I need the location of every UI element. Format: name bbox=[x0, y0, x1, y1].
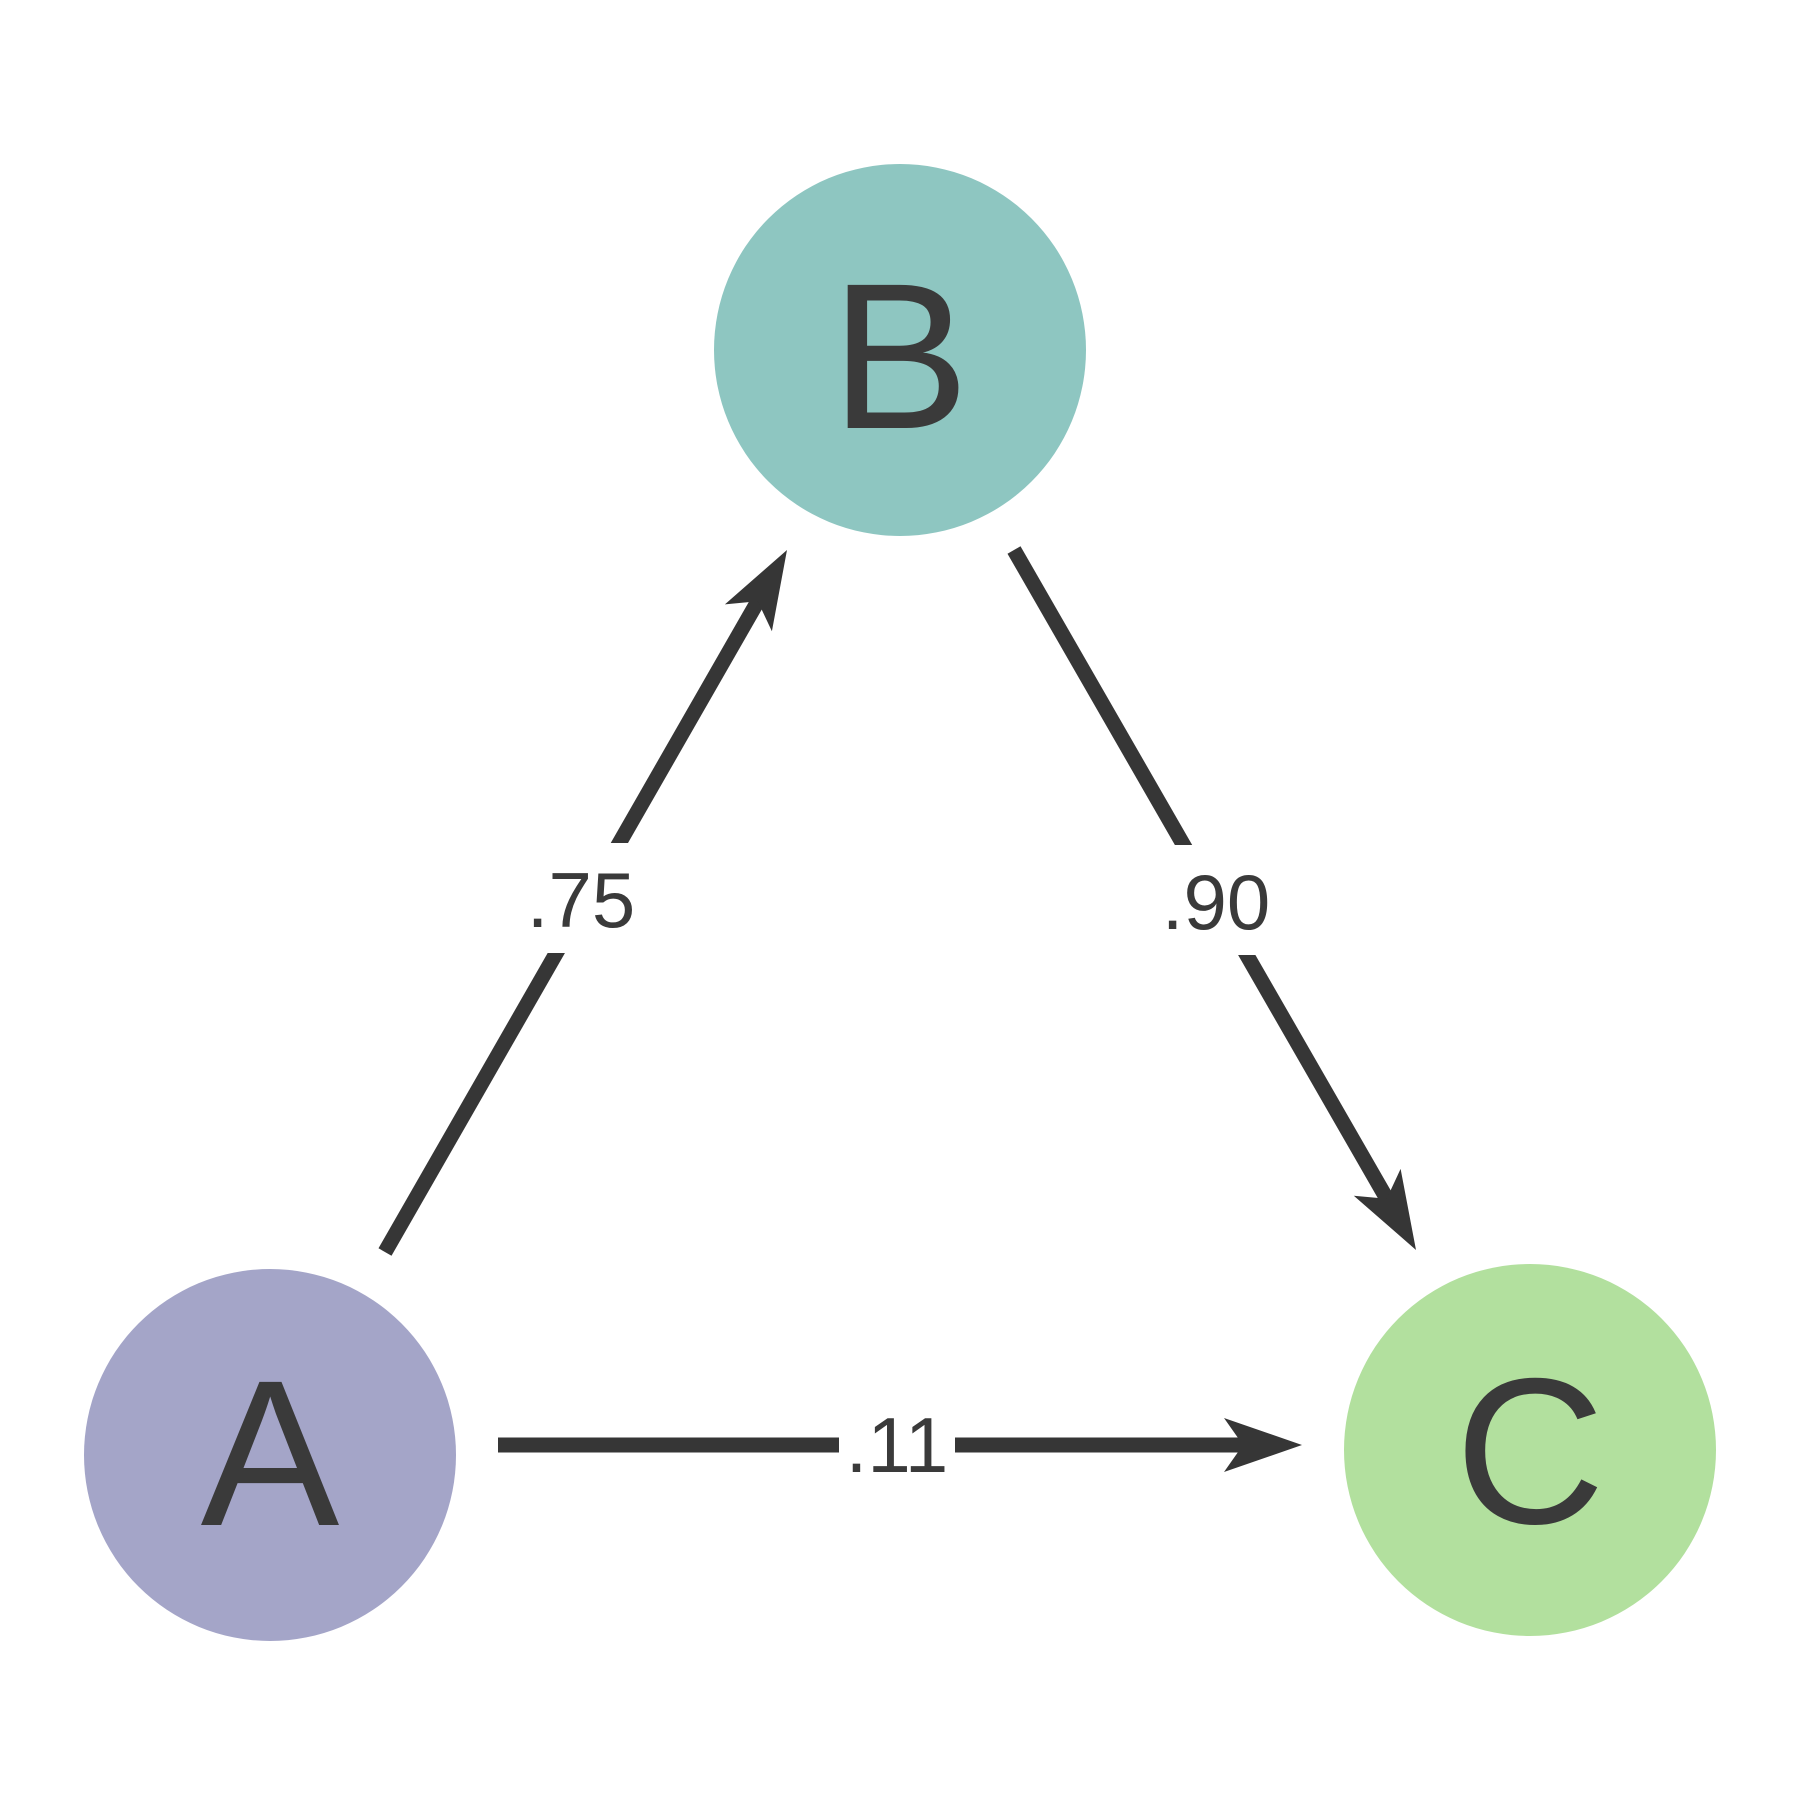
node-C-circle bbox=[1344, 1264, 1716, 1636]
edge-A-B-label-background bbox=[516, 843, 646, 953]
node-C-label: C bbox=[1455, 1336, 1605, 1568]
edge-A-B-arrowhead-icon bbox=[724, 550, 787, 632]
node-A-label: A bbox=[201, 1338, 340, 1570]
node-A-circle bbox=[84, 1269, 456, 1641]
node-B-circle bbox=[714, 164, 1086, 536]
edge-A-C-arrowhead-icon bbox=[1224, 1418, 1302, 1472]
edge-A-B-weight-label: .75 bbox=[527, 856, 635, 944]
edge-B-C: .90 bbox=[1007, 546, 1416, 1250]
node-C: C bbox=[1344, 1264, 1716, 1636]
node-B: B bbox=[714, 164, 1086, 536]
edge-B-C-arrowhead-icon bbox=[1353, 1168, 1416, 1250]
edge-B-C-weight-label: .90 bbox=[1162, 858, 1270, 946]
edge-A-C-label-background bbox=[839, 1398, 955, 1490]
edge-A-C: .11 bbox=[498, 1398, 1302, 1490]
edge-A-C-weight-label: .11 bbox=[846, 1401, 949, 1489]
edge-B-C-label-background bbox=[1151, 845, 1281, 955]
node-B-label: B bbox=[831, 241, 970, 473]
node-A: A bbox=[84, 1269, 456, 1641]
edge-A-B: .75 bbox=[378, 550, 787, 1256]
